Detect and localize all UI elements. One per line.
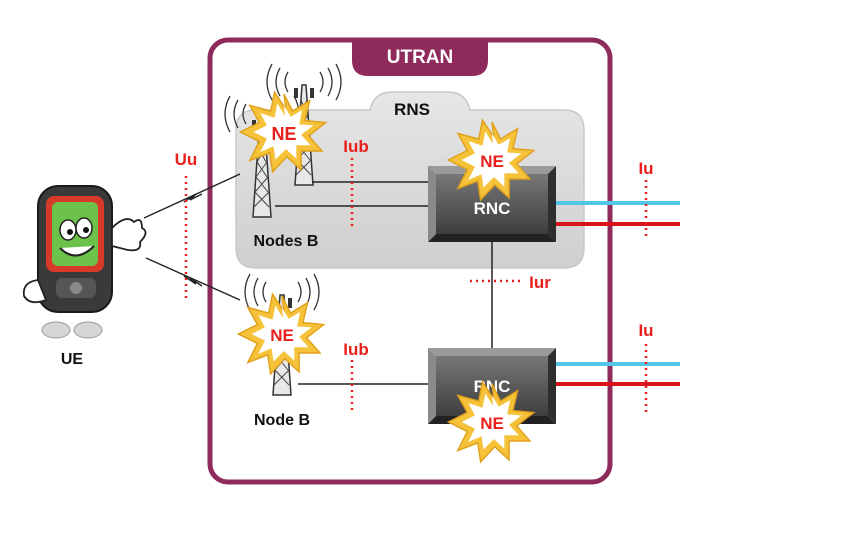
ne-label-rnc-upper: NE (480, 152, 504, 171)
uu-link-lower (145, 257, 241, 301)
ue-label: UE (61, 351, 84, 368)
rns-label: RNS (394, 100, 430, 119)
iur-label: Iur (529, 273, 551, 292)
uu-label: Uu (175, 150, 198, 169)
rnc-upper-label: RNC (474, 199, 511, 218)
iu-lower-label: Iu (638, 321, 653, 340)
uu-zigzag-lower (183, 275, 203, 287)
ne-label-lower-tower: NE (270, 326, 294, 345)
utran-title: UTRAN (387, 47, 454, 68)
ue-phone-icon (22, 185, 147, 339)
ne-label-rnc-lower: NE (480, 414, 504, 433)
nodes-b-label: Nodes B (254, 233, 319, 250)
uu-zigzag-upper (183, 193, 203, 203)
node-b-label: Node B (254, 412, 310, 429)
iub-lower-label: Iub (343, 340, 369, 359)
utran-tab (352, 38, 488, 76)
iub-upper-label: Iub (343, 137, 369, 156)
rnc-lower (428, 348, 556, 424)
ne-label-upper-towers: NE (271, 124, 296, 144)
iu-upper-label: Iu (638, 159, 653, 178)
